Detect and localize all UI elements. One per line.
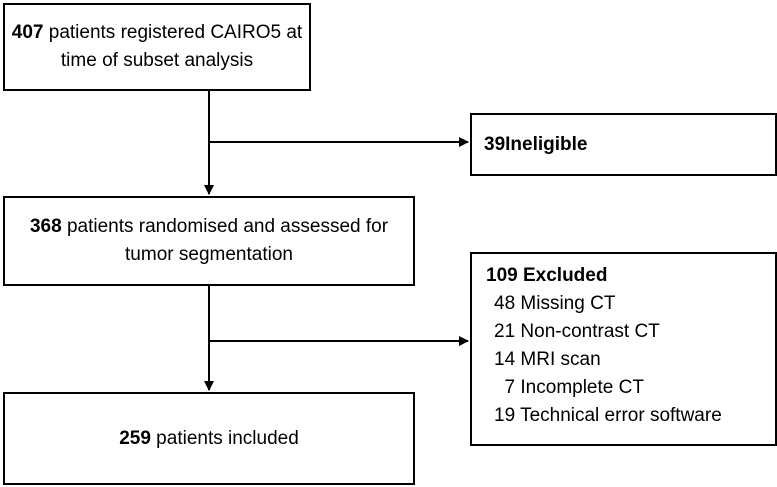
ineligible-count: 39	[484, 133, 506, 155]
excluded-reason-non-contrast-ct: 21 Non-contrast CT	[494, 321, 660, 342]
excluded-reason-incomplete-ct: 7 Incomplete CT	[494, 377, 644, 398]
box-randomised: 368 patients randomised and assessed for…	[3, 196, 415, 286]
box-excluded: 109 Excluded 48 Missing CT 21 Non-contra…	[470, 252, 777, 446]
box-ineligible: 39 Ineligible	[470, 113, 777, 176]
registered-label: patients registered CAIRO5 at time of su…	[43, 22, 303, 71]
box-registered-text: 407 patients registered CAIRO5 at time o…	[5, 19, 309, 75]
randomised-count: 368	[29, 216, 62, 237]
box-included-text: 259 patients included	[119, 425, 299, 453]
excluded-reason-mri-scan: 14 MRI scan	[494, 349, 601, 370]
box-randomised-text: 368 patients randomised and assessed for…	[5, 213, 413, 269]
excluded-title: 109 Excluded	[486, 265, 608, 286]
included-count: 259	[119, 427, 151, 449]
included-label: patients included	[150, 427, 299, 449]
randomised-label: patients randomised and assessed for tum…	[61, 216, 389, 265]
excluded-reasons-list: 48 Missing CT 21 Non-contrast CT 14 MRI …	[486, 290, 775, 430]
excluded-reason-missing-ct: 48 Missing CT	[494, 293, 616, 314]
excluded-reason-technical-error: 19 Technical error software	[494, 405, 722, 426]
box-included: 259 patients included	[3, 392, 415, 485]
registered-count: 407	[11, 22, 44, 43]
ineligible-label: Ineligible	[505, 133, 588, 155]
box-registered: 407 patients registered CAIRO5 at time o…	[3, 3, 311, 91]
